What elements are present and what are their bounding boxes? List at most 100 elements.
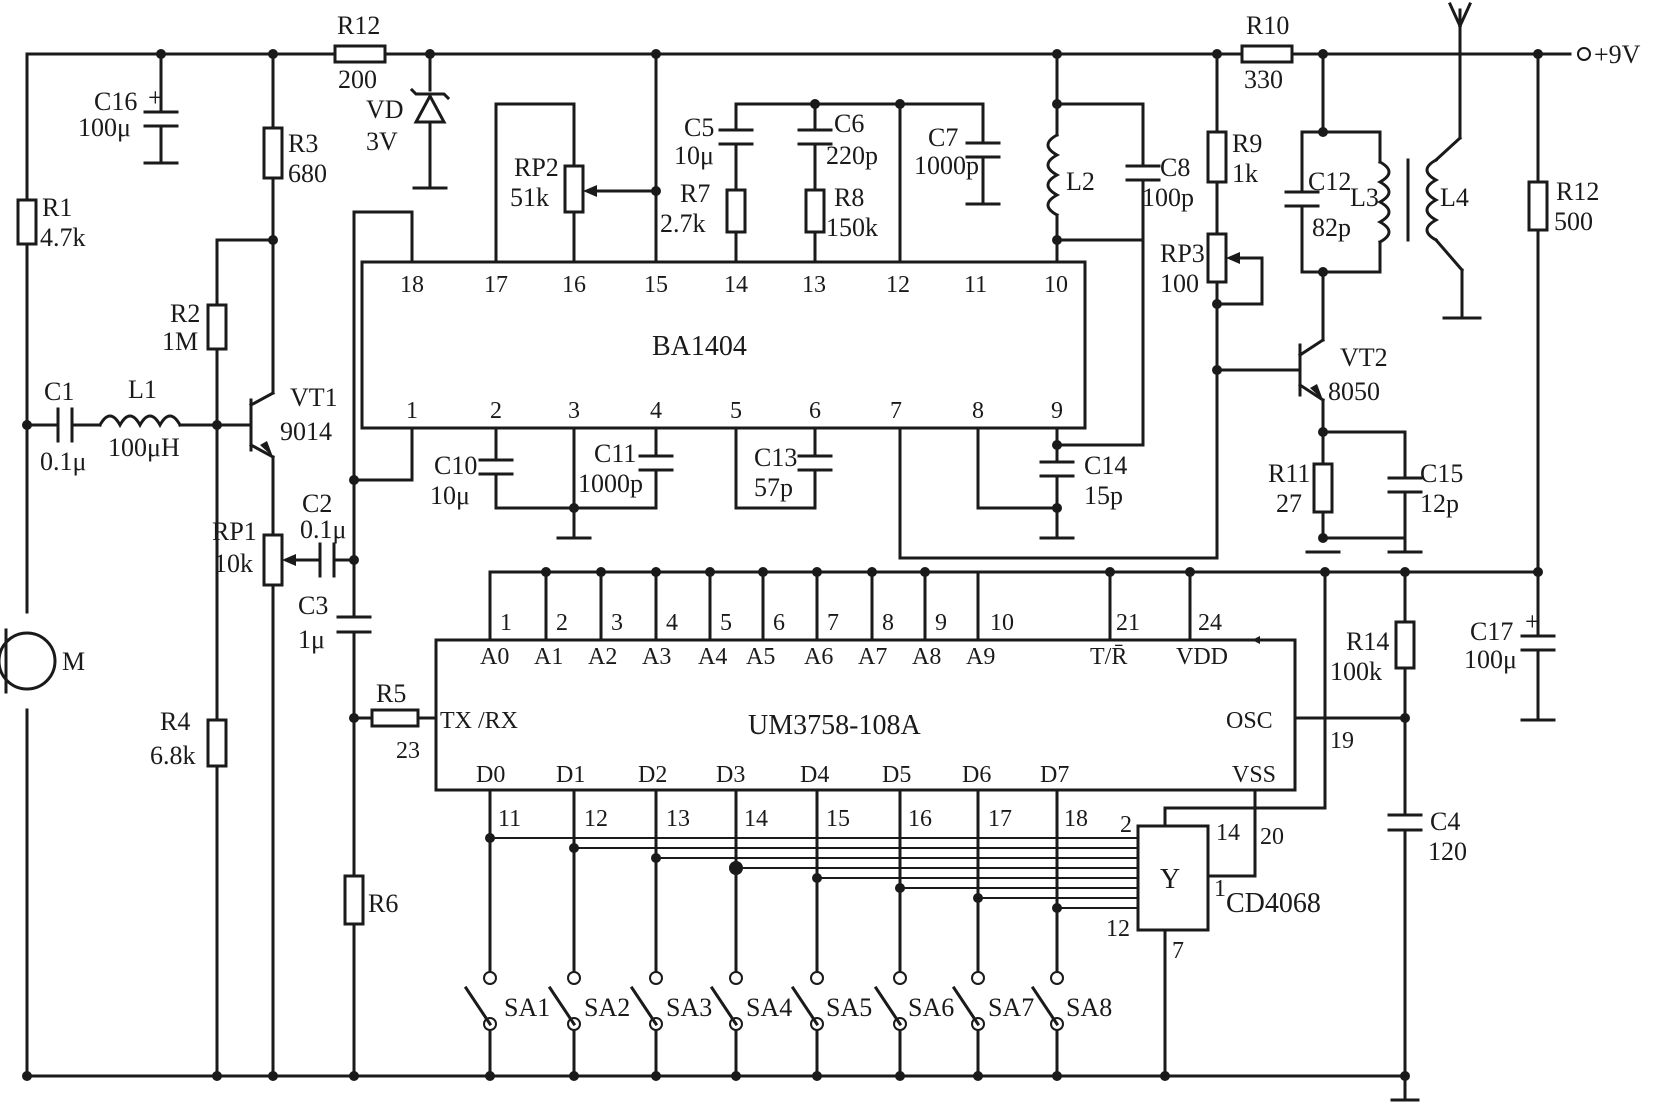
- switch-label-sa2: SA2: [584, 993, 630, 1022]
- ba1404-pin: 11: [964, 272, 987, 298]
- transistor-vt2: [1310, 384, 1323, 400]
- label-r7-value: 2.7k: [660, 209, 706, 238]
- label-r12b-value: 500: [1554, 207, 1593, 236]
- ic-ba1404: [360, 260, 1087, 430]
- um-label: A2: [588, 644, 617, 670]
- um-pin: 5: [720, 610, 732, 636]
- label-r11: R11: [1268, 459, 1310, 488]
- potentiometers: [262, 164, 1240, 587]
- inductor-l2: [1046, 132, 1061, 218]
- label-r8-value: 150k: [826, 213, 878, 242]
- label-r9: R9: [1232, 129, 1262, 158]
- label-c6: C6: [834, 109, 864, 138]
- resistor-r5: [370, 708, 420, 728]
- um-pin: 15: [826, 806, 850, 832]
- switch-label-sa7: SA7: [988, 993, 1034, 1022]
- inductor-l1: [97, 414, 183, 429]
- capacitor-c2: [318, 542, 336, 578]
- label-vt1-value: 9014: [280, 417, 332, 446]
- capacitor-c8: [1125, 164, 1161, 182]
- label-c2: C2: [302, 489, 332, 518]
- label-l1: L1: [128, 375, 157, 404]
- inductor-l4: [1425, 157, 1440, 243]
- label-r7: R7: [680, 179, 710, 208]
- label-r1-value: 4.7k: [40, 223, 86, 252]
- switch-sa1[interactable]: [463, 971, 497, 1031]
- label-c12: C12: [1308, 167, 1351, 196]
- label-r4-value: 6.8k: [150, 741, 196, 770]
- ba1404-pin: 5: [730, 398, 742, 424]
- label-vt1: VT1: [290, 383, 338, 412]
- switch-sa3[interactable]: [629, 971, 663, 1031]
- um-label: A8: [912, 644, 941, 670]
- um-data-label: D6: [962, 762, 991, 788]
- label-c14: C14: [1084, 451, 1127, 480]
- um-data-label: D4: [800, 762, 829, 788]
- ba1404-pin: 16: [562, 272, 586, 298]
- label-r12a-value: 200: [338, 65, 377, 94]
- label-r5: R5: [376, 679, 406, 708]
- label-c2-value: 0.1μ: [300, 515, 346, 544]
- switch-sa7[interactable]: [951, 971, 985, 1031]
- resistor-r9: [1206, 130, 1228, 184]
- um-label: A5: [746, 644, 775, 670]
- label-c17: C17: [1470, 617, 1513, 646]
- cd4068-pin: 14: [1216, 820, 1240, 846]
- label-r3: R3: [288, 129, 318, 158]
- capacitor-c17: +: [1520, 607, 1556, 722]
- capacitor-c5: [718, 128, 754, 146]
- capacitor-c7: [965, 141, 1001, 206]
- um-pin: 1: [500, 610, 512, 636]
- label-l1-value: 100μH: [108, 433, 180, 462]
- resistors: [16, 44, 1549, 926]
- label-c12-value: 82p: [1312, 213, 1351, 242]
- supply-terminal: [1577, 47, 1591, 61]
- um-pin: 16: [908, 806, 932, 832]
- svg-text:+: +: [148, 83, 163, 112]
- label-c15: C15: [1420, 459, 1463, 488]
- label-c1-value: 0.1μ: [40, 447, 86, 476]
- svg-text:+: +: [1525, 607, 1540, 636]
- label-l2: L2: [1066, 167, 1095, 196]
- um-label: A9: [966, 644, 995, 670]
- label-rp2-value: 51k: [510, 183, 549, 212]
- labels: +9V R12 200 R10 330 VD 3V C16 100μ R3 68…: [40, 11, 1641, 1022]
- label-c10: C10: [434, 451, 477, 480]
- label-c8: C8: [1160, 153, 1190, 182]
- switch-sa2[interactable]: [547, 971, 581, 1031]
- resistor-r4: [206, 718, 228, 768]
- label-c5-value: 10μ: [674, 141, 714, 170]
- um-pin: 12: [584, 806, 608, 832]
- resistor-r8: [804, 188, 826, 234]
- label-c11-value: 1000p: [578, 469, 643, 498]
- label-r3-value: 680: [288, 159, 327, 188]
- inductors: [97, 132, 1440, 429]
- label-c10-value: 10μ: [430, 481, 470, 510]
- pot-rp1: [262, 533, 284, 587]
- capacitor-c6: [797, 128, 833, 146]
- um-pin: 6: [773, 610, 785, 636]
- um-pin: 3: [611, 610, 623, 636]
- capacitors: + +: [56, 83, 1556, 1102]
- switch-label-sa4: SA4: [746, 993, 792, 1022]
- label-c4: C4: [1430, 807, 1460, 836]
- resistor-r14: [1394, 620, 1416, 670]
- um-pin: 8: [882, 610, 894, 636]
- ic-ba1404-label: BA1404: [652, 331, 747, 362]
- capacitor-c16: +: [143, 83, 179, 165]
- switch-sa6[interactable]: [873, 971, 907, 1031]
- cd4068-pin: 1: [1214, 876, 1226, 902]
- switch-sa4[interactable]: [709, 971, 743, 1031]
- ic-um3758-label: UM3758-108A: [748, 710, 921, 741]
- ic-cd4068-label: CD4068: [1226, 888, 1321, 919]
- ba1404-pin: 2: [490, 398, 502, 424]
- microphone-icon: [0, 628, 57, 694]
- zener-diode-vd: [409, 87, 451, 124]
- switch-sa8[interactable]: [1030, 971, 1064, 1031]
- resistor-r3: [262, 126, 284, 180]
- um-osc-label: OSC: [1226, 708, 1273, 734]
- ba1404-pin: 1: [406, 398, 418, 424]
- switch-label-sa6: SA6: [908, 993, 954, 1022]
- label-r2-value: 1M: [162, 327, 198, 356]
- switch-sa5[interactable]: [790, 971, 824, 1031]
